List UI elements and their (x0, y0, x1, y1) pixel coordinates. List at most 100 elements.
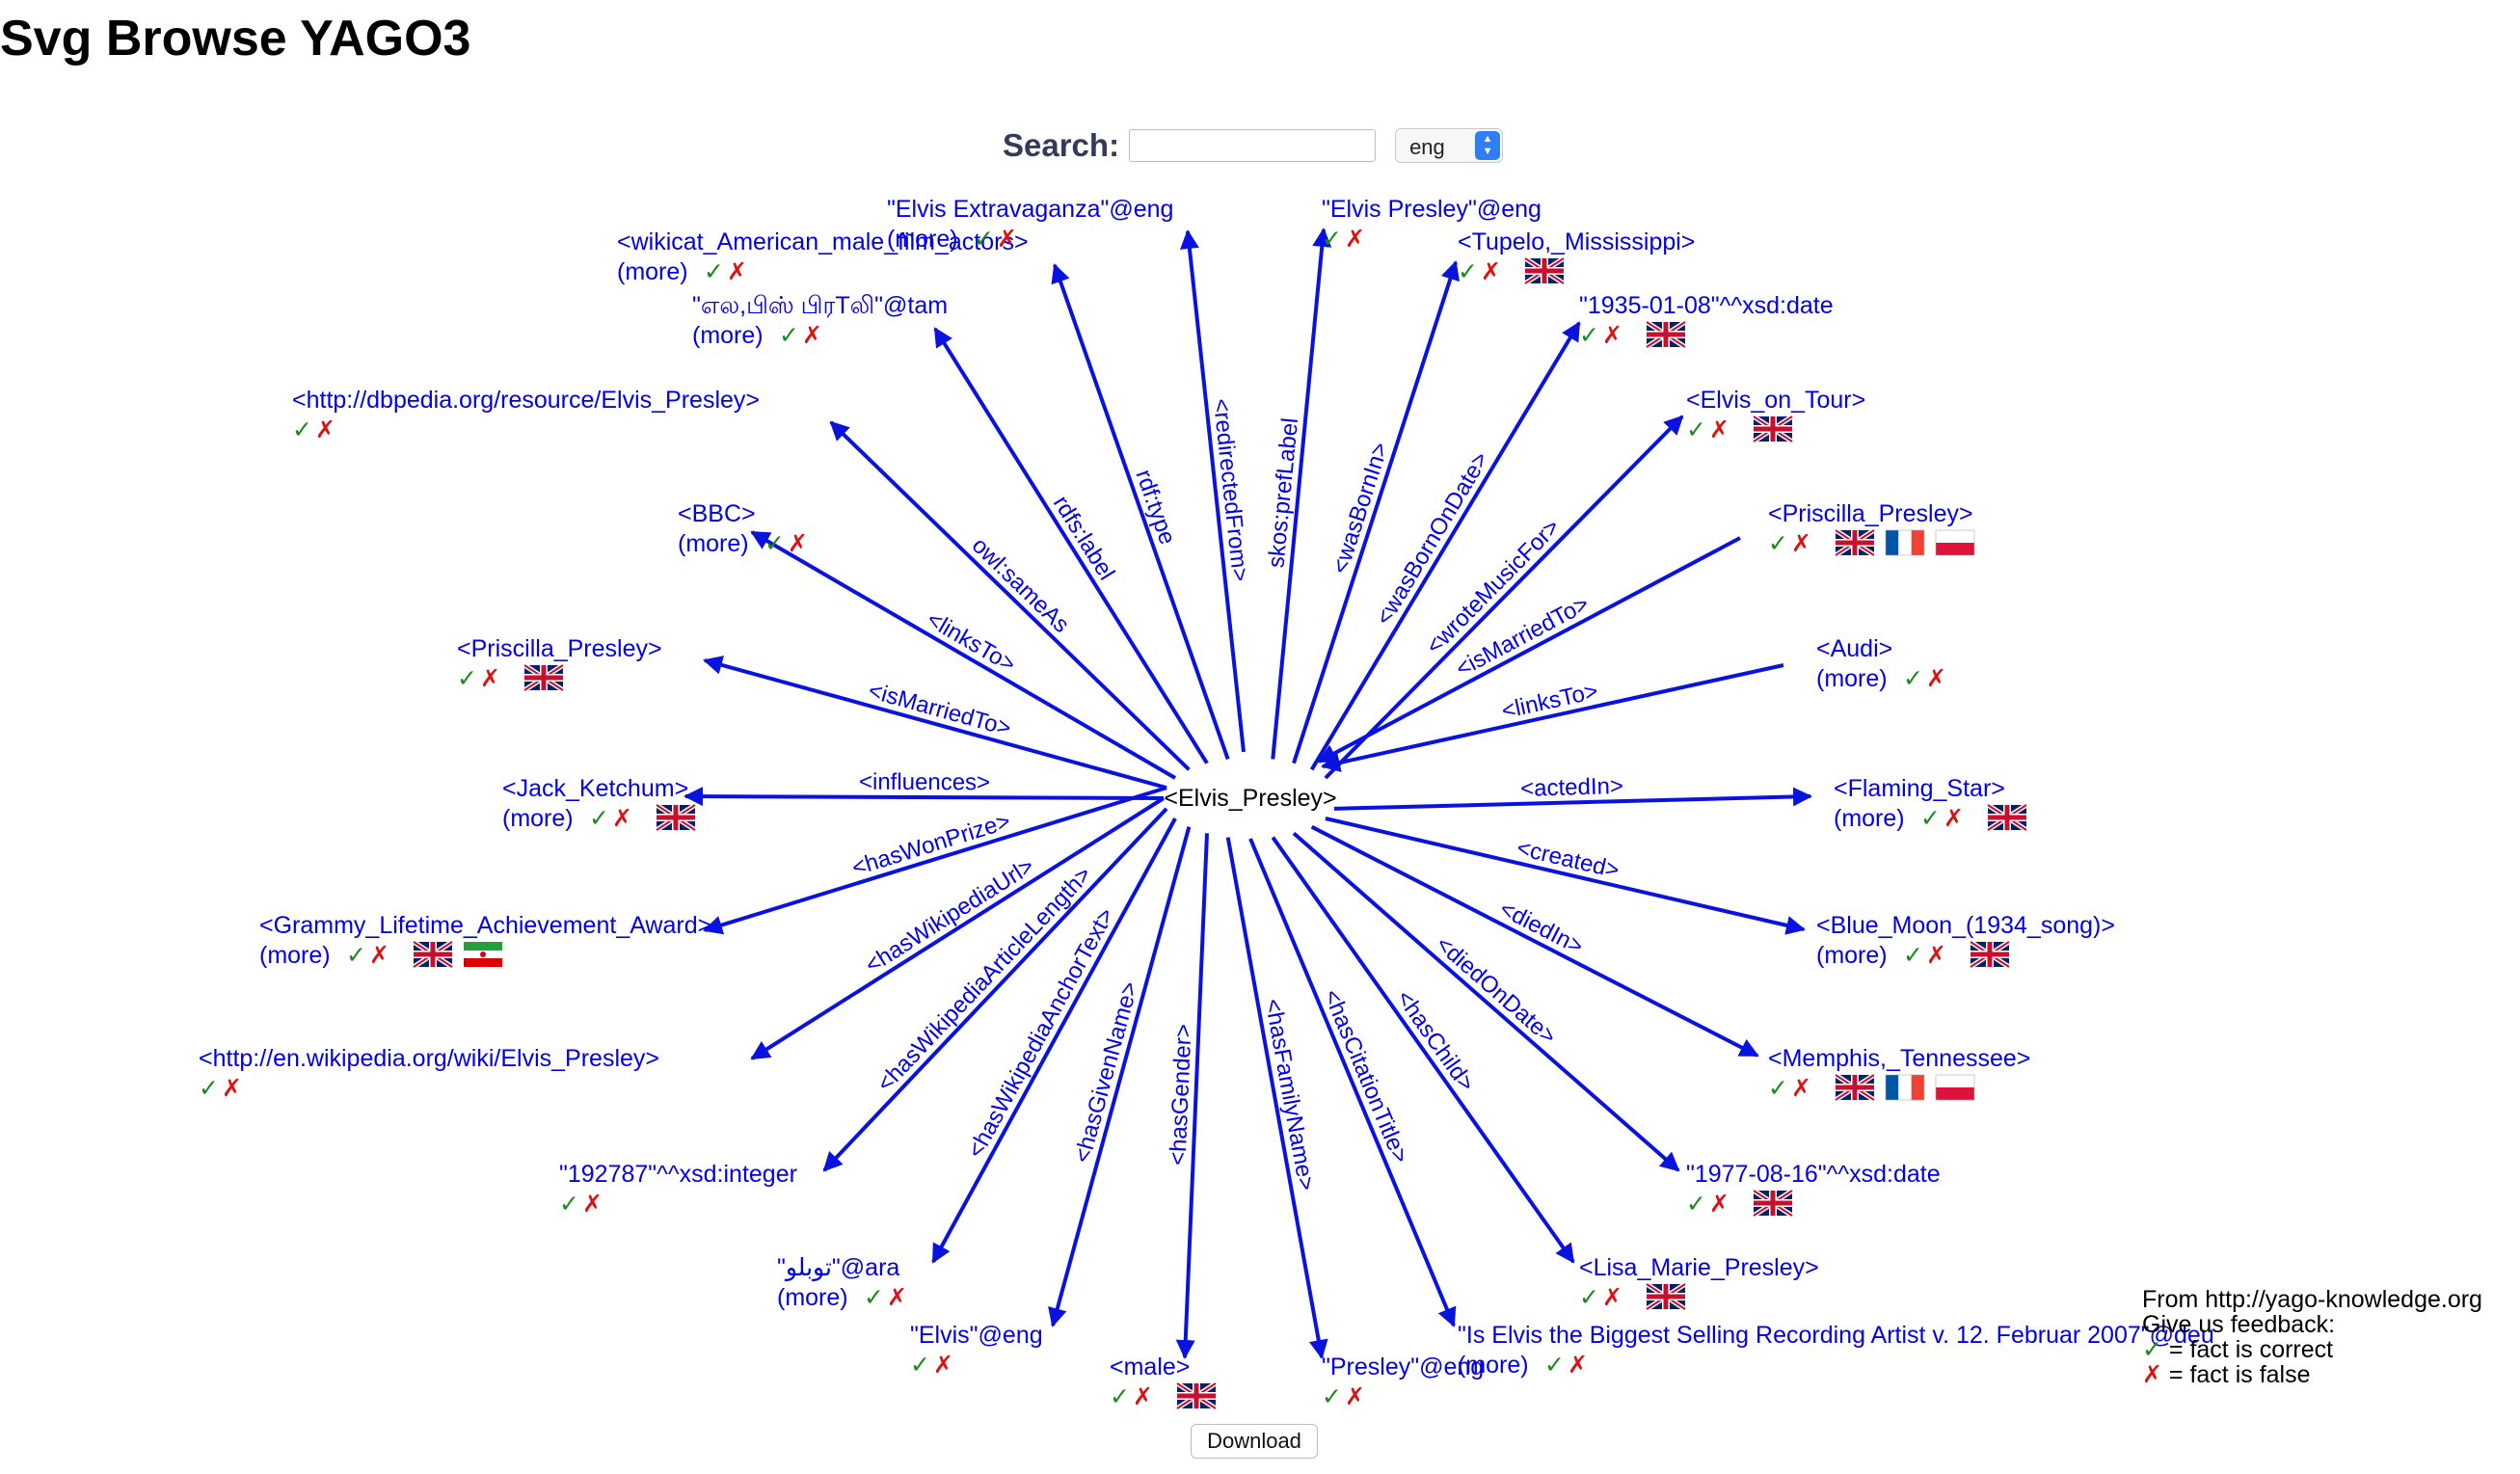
more-link[interactable]: (more) (1458, 1352, 1529, 1379)
edge-label[interactable]: <actedIn> (1520, 773, 1623, 802)
more-link[interactable]: (more) (1816, 665, 1888, 692)
more-link[interactable]: (more) (777, 1284, 848, 1311)
cross-icon[interactable]: ✗ (1345, 226, 1365, 253)
cross-icon[interactable]: ✗ (315, 416, 335, 443)
edge-label[interactable]: <hasChild> (1391, 985, 1480, 1096)
tick-icon[interactable]: ✓ (1920, 805, 1941, 832)
node-name-link[interactable]: <Audi> (1816, 635, 1892, 662)
more-link[interactable]: (more) (887, 226, 958, 253)
tick-icon[interactable]: ✓ (1544, 1352, 1565, 1379)
tick-icon[interactable]: ✓ (1322, 226, 1342, 253)
node-name-link[interactable]: <Blue_Moon_(1934_song)> (1816, 912, 2115, 939)
cross-icon[interactable]: ✗ (222, 1075, 242, 1102)
edge-label[interactable]: <hasFamilyName> (1259, 997, 1319, 1193)
tick-icon[interactable]: ✓ (704, 258, 724, 285)
cross-icon[interactable]: ✗ (582, 1191, 603, 1218)
node-name-link[interactable]: "Presley"@eng (1322, 1353, 1484, 1380)
search-input[interactable] (1129, 129, 1377, 162)
tick-icon[interactable]: ✓ (1579, 322, 1599, 349)
edge-label[interactable]: <hasWonPrize> (849, 808, 1014, 881)
cross-icon[interactable]: ✗ (802, 322, 822, 349)
node-name-link[interactable]: <Lisa_Marie_Presley> (1579, 1254, 1819, 1281)
node-name-link[interactable]: <Grammy_Lifetime_Achievement_Award> (259, 912, 711, 939)
center-node[interactable]: <Elvis_Presley> (1164, 785, 1336, 812)
more-link[interactable]: (more) (502, 805, 574, 832)
language-select[interactable]: eng ▲▼ (1395, 128, 1504, 163)
cross-icon[interactable]: ✗ (1133, 1383, 1153, 1410)
cross-icon[interactable]: ✗ (1602, 322, 1622, 349)
cross-icon[interactable]: ✗ (369, 942, 389, 969)
node-name-link[interactable]: <Elvis_on_Tour> (1686, 387, 1865, 414)
node-name-link[interactable]: <male> (1110, 1353, 1190, 1380)
tick-icon[interactable]: ✓ (779, 322, 799, 349)
cross-icon[interactable]: ✗ (1944, 805, 1964, 832)
tick-icon[interactable]: ✓ (910, 1352, 930, 1379)
tick-icon[interactable]: ✓ (346, 942, 366, 969)
node-name-link[interactable]: <Memphis,_Tennessee> (1768, 1045, 2030, 1072)
node-name-link[interactable]: "1935-01-08"^^xsd:date (1579, 292, 1834, 319)
download-button[interactable]: Download (1191, 1424, 1318, 1459)
cross-icon[interactable]: ✗ (1345, 1383, 1365, 1410)
more-link[interactable]: (more) (678, 530, 749, 557)
cross-icon[interactable]: ✗ (1926, 942, 1946, 969)
tick-icon[interactable]: ✓ (974, 226, 994, 253)
cross-icon[interactable]: ✗ (1481, 258, 1501, 285)
tick-icon[interactable]: ✓ (199, 1075, 219, 1102)
tick-icon[interactable]: ✓ (559, 1191, 579, 1218)
more-link[interactable]: (more) (259, 942, 331, 969)
cross-icon[interactable]: ✗ (1568, 1352, 1588, 1379)
node-name-link[interactable]: <wikicat_American_male_film_actors> (617, 228, 1029, 255)
more-link[interactable]: (more) (1816, 942, 1888, 969)
more-link[interactable]: (more) (617, 258, 688, 285)
cross-icon[interactable]: ✗ (612, 805, 632, 832)
cross-icon[interactable]: ✗ (1791, 530, 1811, 557)
node-name-link[interactable]: "Elvis Extravaganza"@eng (887, 196, 1173, 223)
node-name-link[interactable]: <http://en.wikipedia.org/wiki/Elvis_Pres… (199, 1045, 659, 1072)
cross-icon[interactable]: ✗ (1602, 1284, 1622, 1311)
cross-icon[interactable]: ✗ (1926, 665, 1946, 692)
edge-label[interactable]: <hasGivenName> (1069, 978, 1143, 1166)
tick-icon[interactable]: ✓ (1686, 1191, 1706, 1218)
cross-icon[interactable]: ✗ (480, 665, 500, 692)
tick-icon[interactable]: ✓ (1768, 1075, 1788, 1102)
edge-label[interactable]: owl:sameAs (967, 532, 1075, 637)
edge-label[interactable]: <linksTo> (923, 606, 1020, 678)
tick-icon[interactable]: ✓ (292, 416, 312, 443)
node-name-link[interactable]: <BBC> (678, 500, 756, 527)
tick-icon[interactable]: ✓ (1686, 416, 1706, 443)
more-link[interactable]: (more) (692, 322, 764, 349)
cross-icon[interactable]: ✗ (788, 530, 808, 557)
node-name-link[interactable]: "1977-08-16"^^xsd:date (1686, 1161, 1941, 1188)
tick-icon[interactable]: ✓ (864, 1284, 884, 1311)
edge-label[interactable]: rdfs:label (1048, 492, 1120, 585)
tick-icon[interactable]: ✓ (1322, 1383, 1342, 1410)
node-name-link[interactable]: <Jack_Ketchum> (502, 775, 688, 802)
cross-icon[interactable]: ✗ (1709, 1191, 1729, 1218)
edge-label[interactable]: <diedOnDate> (1431, 931, 1561, 1050)
cross-icon[interactable]: ✗ (933, 1352, 953, 1379)
tick-icon[interactable]: ✓ (1458, 258, 1478, 285)
node-name-link[interactable]: <Priscilla_Presley> (457, 635, 662, 662)
edge-label[interactable]: <hasGender> (1165, 1024, 1196, 1166)
tick-icon[interactable]: ✓ (589, 805, 609, 832)
node-name-link[interactable]: "توبلو"@ara (777, 1254, 899, 1281)
tick-icon[interactable]: ✓ (457, 665, 477, 692)
node-name-link[interactable]: "192787"^^xsd:integer (559, 1161, 797, 1188)
node-name-link[interactable]: <http://dbpedia.org/resource/Elvis_Presl… (292, 387, 760, 414)
node-name-link[interactable]: "Is Elvis the Biggest Selling Recording … (1458, 1322, 2214, 1349)
tick-icon[interactable]: ✓ (1768, 530, 1788, 557)
tick-icon[interactable]: ✓ (1903, 665, 1923, 692)
more-link[interactable]: (more) (1834, 805, 1905, 832)
tick-icon[interactable]: ✓ (764, 530, 785, 557)
node-name-link[interactable]: <Flaming_Star> (1834, 775, 2005, 802)
edge-label[interactable]: <influences> (859, 769, 990, 796)
cross-icon[interactable]: ✗ (1709, 416, 1729, 443)
cross-icon[interactable]: ✗ (997, 226, 1017, 253)
tick-icon[interactable]: ✓ (1110, 1383, 1130, 1410)
tick-icon[interactable]: ✓ (1903, 942, 1923, 969)
cross-icon[interactable]: ✗ (1791, 1075, 1811, 1102)
cross-icon[interactable]: ✗ (887, 1284, 907, 1311)
node-name-link[interactable]: "Elvis"@eng (910, 1322, 1043, 1349)
node-name-link[interactable]: <Tupelo,_Mississippi> (1458, 228, 1695, 255)
node-name-link[interactable]: <Priscilla_Presley> (1768, 500, 1973, 527)
